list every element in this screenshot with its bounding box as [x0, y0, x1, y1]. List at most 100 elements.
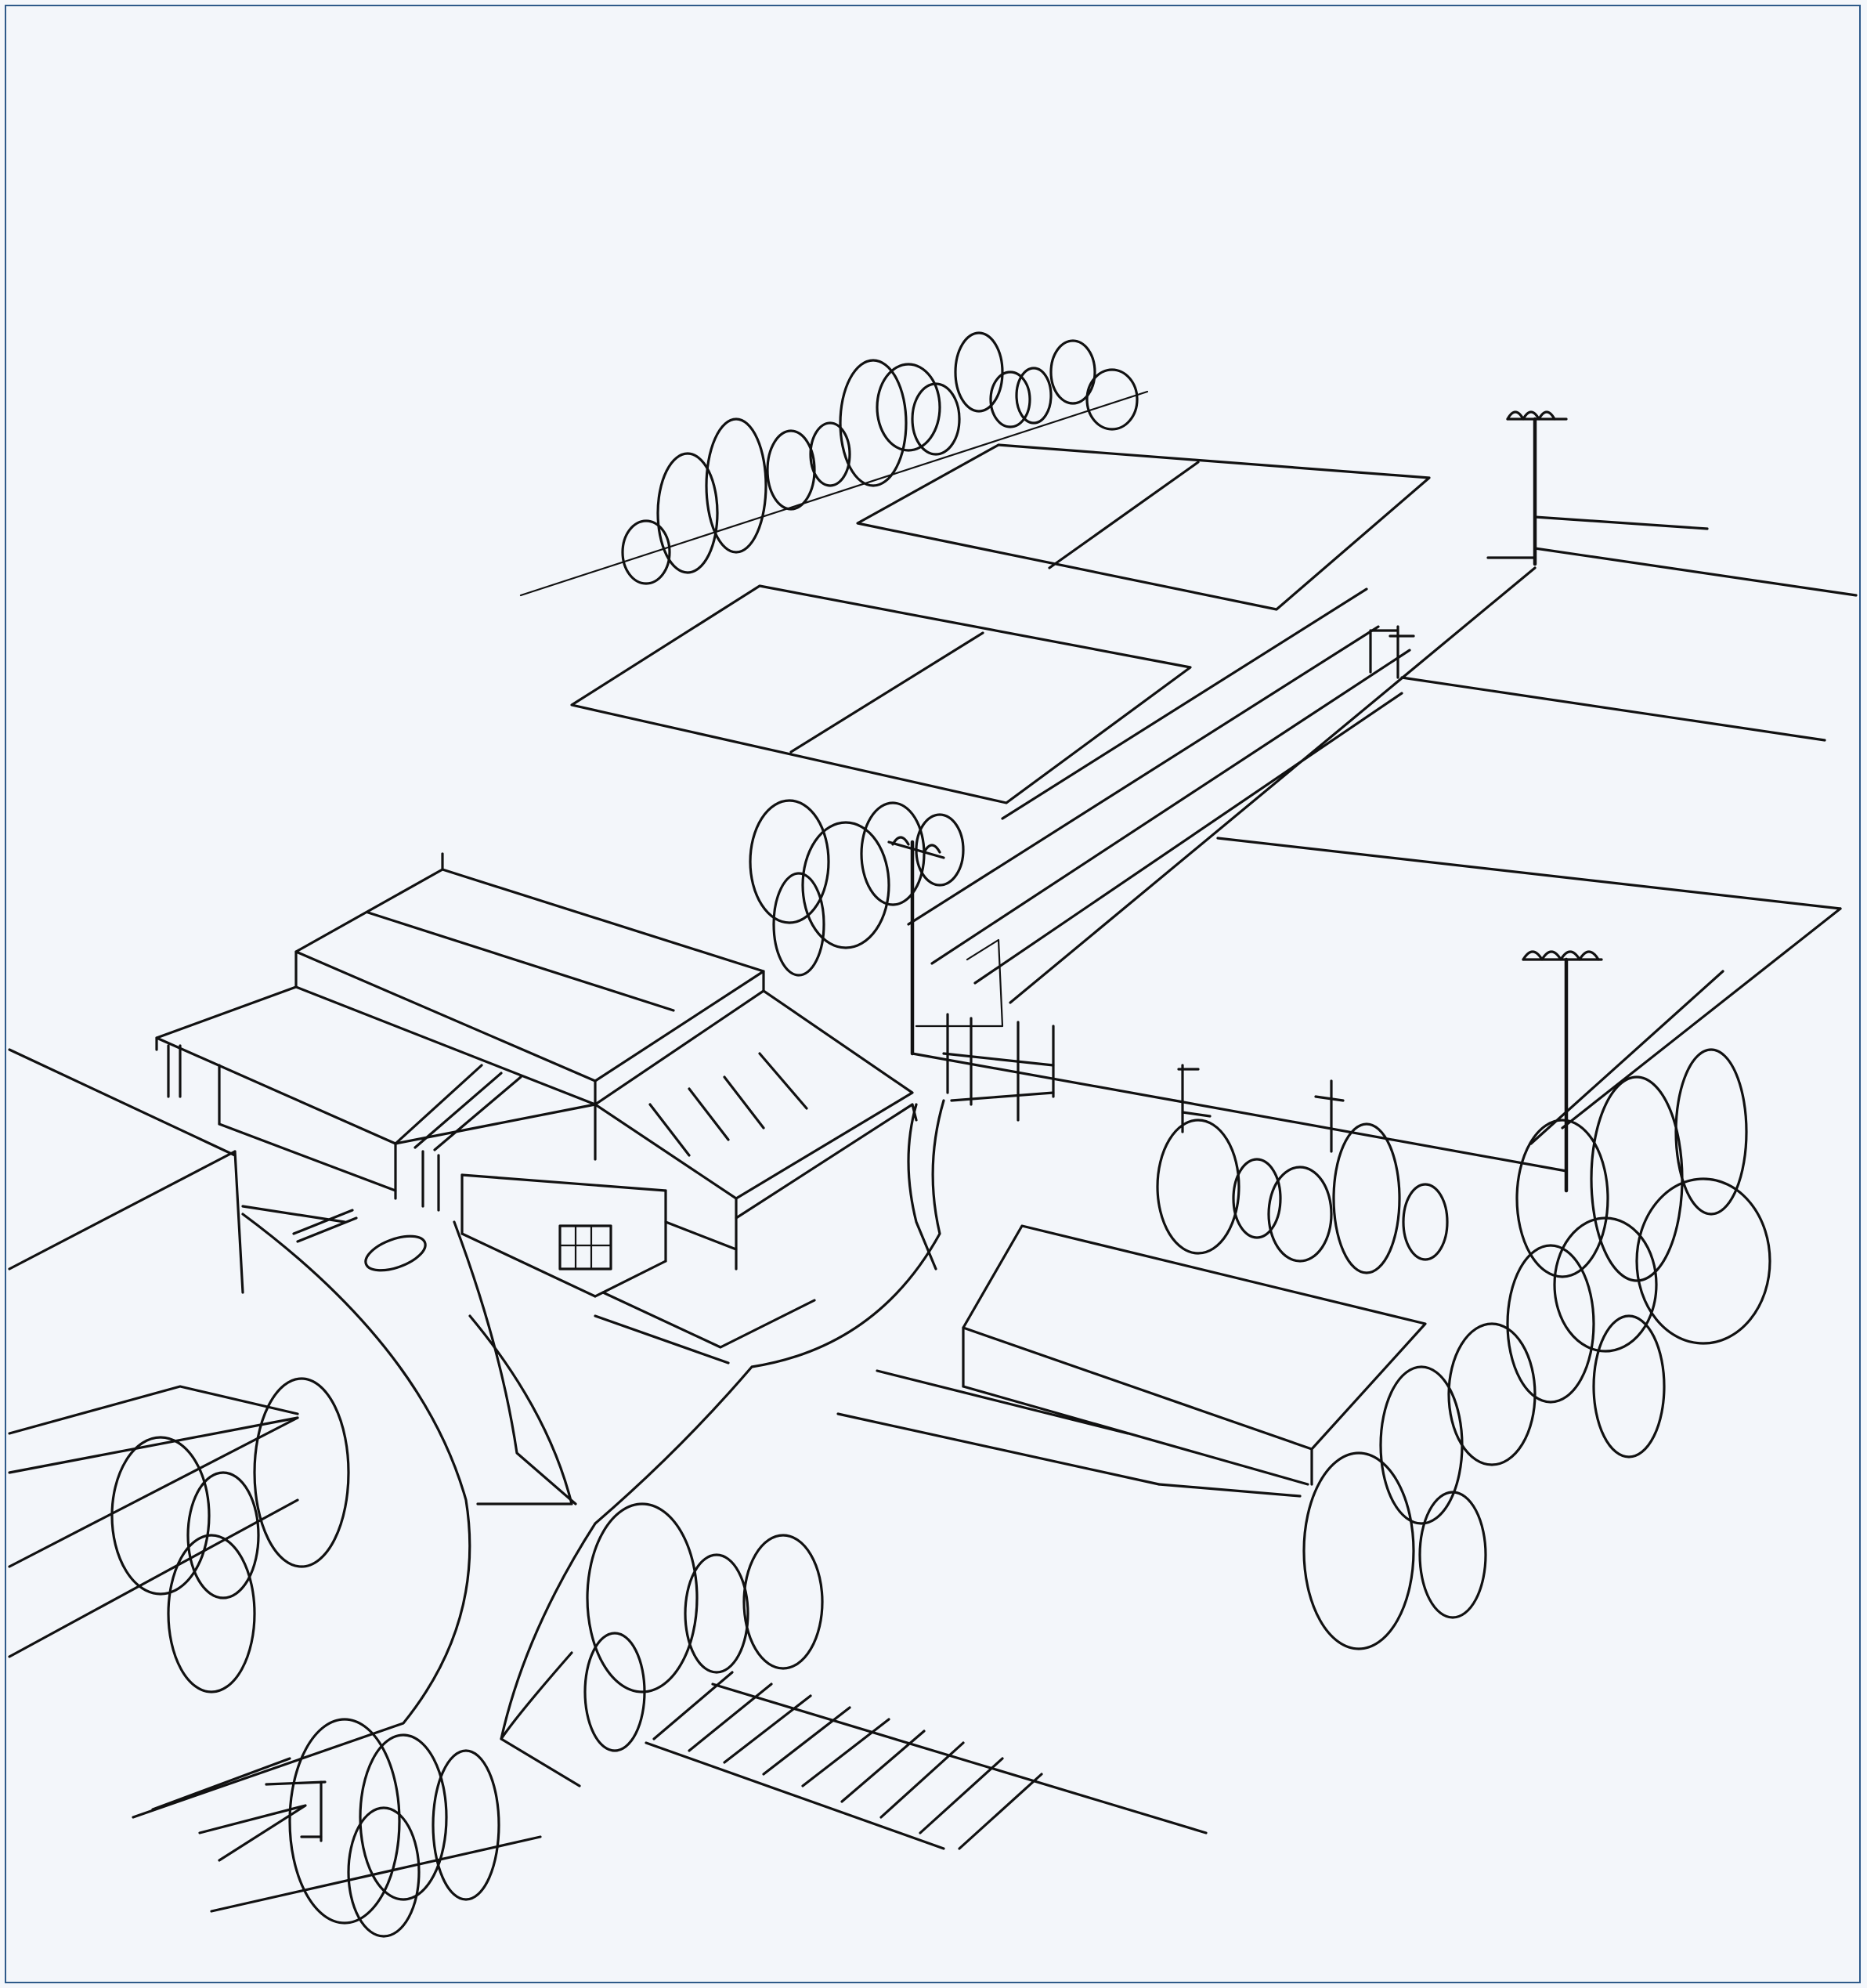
tree	[954, 331, 1004, 413]
entrance-stripe	[433, 1075, 522, 1151]
wall-base	[218, 1122, 397, 1192]
road-edge	[1009, 566, 1537, 1004]
crosswalk-stripe	[801, 1718, 890, 1787]
left-drive	[8, 1048, 471, 1819]
tree	[839, 359, 908, 487]
road-edge	[711, 1683, 1208, 1834]
roof-ridge	[367, 911, 675, 1012]
tree	[705, 417, 767, 554]
drive-edge	[8, 1048, 237, 1157]
canopy-roof	[155, 985, 597, 1145]
lot-edge	[8, 1498, 299, 1658]
tree	[186, 1471, 260, 1599]
road-edge	[210, 1835, 542, 1913]
light-pole	[887, 836, 945, 1056]
road-edge	[1529, 970, 1724, 1145]
tree	[749, 799, 830, 924]
tree	[110, 1436, 211, 1596]
tree	[911, 382, 961, 456]
main-building	[155, 852, 918, 1298]
tree	[1015, 367, 1053, 425]
fence-line	[911, 1052, 1176, 1102]
tree	[621, 519, 671, 585]
tree	[1049, 339, 1096, 405]
fence-line	[1173, 1099, 1568, 1173]
road-edge	[1533, 547, 1858, 597]
tree	[359, 1733, 448, 1901]
tree	[1302, 1451, 1415, 1650]
road-edge	[1533, 515, 1709, 530]
fence-rail	[942, 1052, 1055, 1067]
road-edge	[1216, 837, 1842, 910]
road-edge	[930, 649, 1411, 965]
skylight	[723, 1075, 765, 1130]
wall-top	[460, 1173, 667, 1192]
tree	[1674, 1048, 1748, 1216]
lamp-heads	[1506, 410, 1556, 421]
tree	[809, 421, 851, 487]
tree	[1402, 1183, 1449, 1261]
back-row-line	[519, 390, 1149, 597]
back-tree-row	[519, 331, 1149, 597]
walk-strip	[292, 1209, 354, 1235]
road-edge	[973, 692, 1403, 985]
access-road	[907, 515, 1858, 1145]
tree	[167, 1534, 256, 1693]
lamp-heads	[1522, 950, 1600, 961]
tree-cluster-left	[110, 1377, 350, 1693]
road-edge	[876, 1369, 1129, 1435]
annex-roof	[594, 989, 914, 1200]
drive-curve	[500, 1099, 945, 1740]
skylight	[648, 1103, 691, 1157]
lamp-heads	[891, 836, 941, 854]
parking-field-north	[856, 443, 1431, 611]
lot-edge	[8, 1416, 299, 1568]
walkway	[594, 1314, 730, 1364]
curb	[500, 1651, 581, 1787]
lot-edge	[8, 1416, 299, 1474]
tree	[1267, 1166, 1333, 1263]
tree	[1332, 1122, 1401, 1274]
building-edge	[962, 1385, 1309, 1486]
walkway	[601, 1291, 816, 1349]
road-edge	[1157, 1483, 1302, 1498]
tree	[915, 813, 965, 887]
front-drive	[500, 1651, 1208, 1850]
tree	[684, 1553, 749, 1674]
crosswalk-stripe	[919, 1757, 1004, 1834]
sign-post	[265, 1780, 327, 1786]
road-edge	[836, 1412, 1161, 1486]
tree	[1506, 1244, 1595, 1404]
drive-curve	[132, 1213, 471, 1819]
crosswalk-stripe	[879, 1741, 965, 1819]
tree	[1085, 368, 1139, 431]
tree	[766, 429, 816, 511]
tree	[1592, 1314, 1666, 1458]
tree	[656, 452, 719, 574]
tree	[1232, 1158, 1282, 1239]
crosswalk-stripe	[723, 1694, 812, 1764]
entry-sign	[198, 1804, 307, 1862]
fence	[915, 938, 1004, 1028]
skylight	[688, 1087, 730, 1141]
tree	[1156, 1119, 1240, 1255]
lot-edge	[8, 1385, 299, 1435]
tree-cluster-center	[749, 799, 965, 977]
wall-edge	[664, 1220, 738, 1251]
parking-field-divider	[1048, 461, 1200, 569]
wall-base	[460, 1232, 597, 1298]
tree	[1553, 1216, 1658, 1353]
tree	[253, 1377, 350, 1568]
parking-field-divider	[789, 631, 984, 754]
entrance-stripe	[413, 1072, 503, 1149]
walk-strip	[296, 1216, 358, 1243]
tree	[586, 1502, 699, 1693]
tree	[1447, 1322, 1537, 1466]
fence-rail	[950, 1091, 1055, 1102]
tree	[347, 1806, 421, 1938]
road-edge	[645, 1741, 945, 1850]
walkways	[241, 1099, 945, 1740]
window	[558, 1224, 612, 1271]
planter	[364, 1234, 427, 1272]
